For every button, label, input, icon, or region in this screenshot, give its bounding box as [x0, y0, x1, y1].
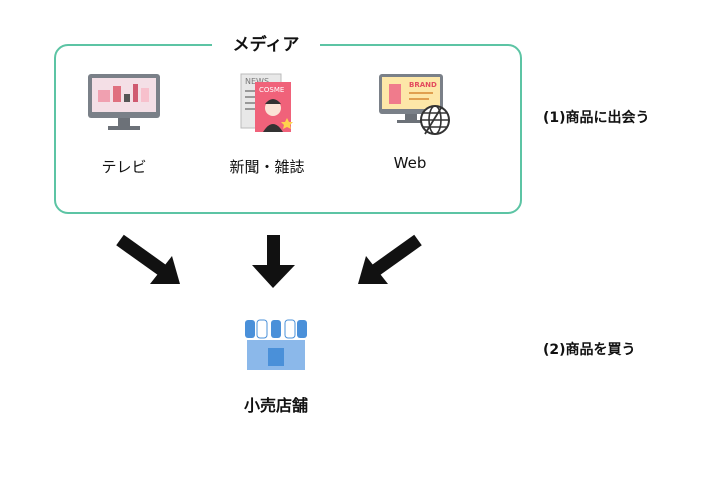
media-item-label: テレビ — [101, 158, 147, 176]
tv-icon — [88, 74, 160, 130]
step-1-label: (1)商品に出会う — [543, 110, 650, 126]
media-group-title: メディア — [212, 32, 320, 58]
store-icon — [245, 319, 307, 370]
media-item-label: 新聞・雑誌 — [229, 158, 305, 176]
web-banner-text: BRAND — [409, 81, 437, 89]
arrow-diagonal-right-icon — [116, 234, 180, 284]
arrow-diagonal-left-icon — [358, 234, 422, 284]
media-item-web: BRAND Web — [350, 72, 470, 172]
step-2-label: (2)商品を買う — [543, 342, 636, 358]
web-monitor-globe-icon: BRAND — [379, 74, 450, 135]
media-item-print: NEWS COSME 新聞・雑誌 — [207, 72, 327, 177]
media-item-label: Web — [393, 154, 427, 172]
arrow-down-icon — [252, 235, 295, 288]
newspaper-magazine-icon: NEWS COSME — [240, 73, 293, 132]
media-item-tv: テレビ — [64, 72, 184, 177]
newspaper-headline: NEWS — [245, 77, 269, 86]
magazine-title: COSME — [259, 86, 284, 94]
retail-store: 小売店舗 — [226, 318, 326, 416]
store-label: 小売店舗 — [243, 396, 308, 415]
